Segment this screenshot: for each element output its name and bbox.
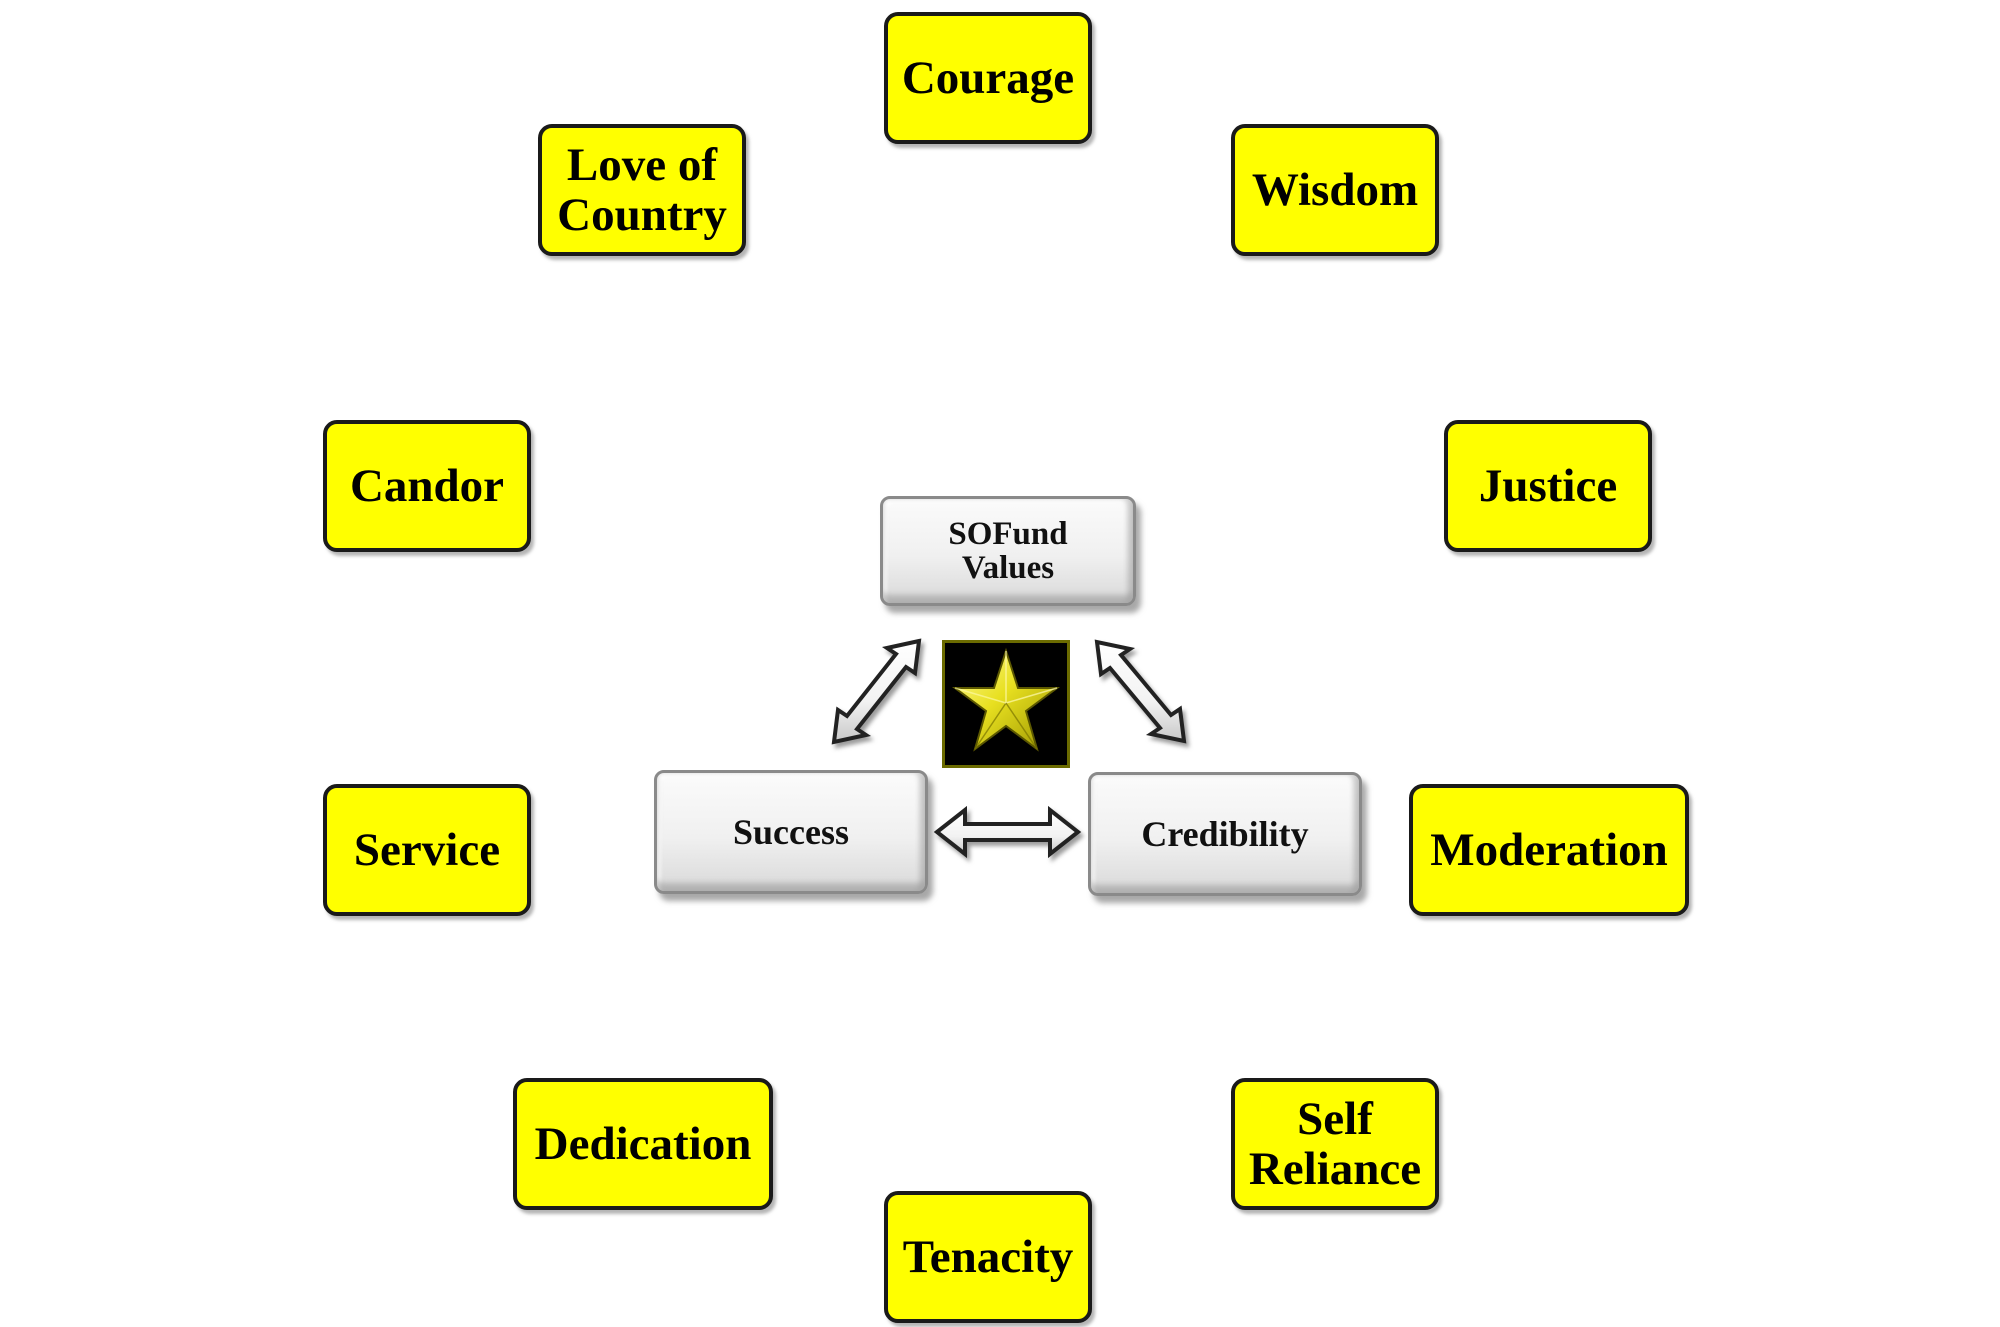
value-box-self-reliance: Self Reliance [1231,1078,1439,1210]
value-box-wisdom: Wisdom [1231,124,1439,256]
value-label-love-of-country: Love of Country [557,139,727,241]
arrow-success-credibility [933,805,1082,859]
value-label-courage: Courage [901,52,1075,104]
arrow-success-core-values [831,638,922,745]
value-label-justice: Justice [1478,460,1618,512]
value-box-dedication: Dedication [513,1078,773,1210]
value-box-moderation: Moderation [1409,784,1689,916]
core-values-label: SOFund Values [948,516,1068,586]
value-label-dedication: Dedication [534,1118,752,1170]
arrow-core-values-credibility [1094,639,1187,744]
value-box-justice: Justice [1444,420,1652,552]
value-label-service: Service [353,824,501,876]
value-label-self-reliance: Self Reliance [1248,1093,1422,1195]
value-box-love-of-country: Love of Country [538,124,746,256]
value-box-candor: Candor [323,420,531,552]
value-box-courage: Courage [884,12,1092,144]
value-box-tenacity: Tenacity [884,1191,1092,1323]
value-label-tenacity: Tenacity [902,1231,1074,1283]
credibility-box: Credibility [1088,772,1362,896]
success-box: Success [654,770,928,894]
star-emblem [942,640,1070,768]
success-label: Success [733,812,849,852]
value-label-wisdom: Wisdom [1251,164,1419,216]
credibility-label: Credibility [1141,814,1309,854]
value-box-service: Service [323,784,531,916]
gold-star-icon [951,647,1061,752]
core-values-box: SOFund Values [880,496,1136,606]
value-label-candor: Candor [349,460,505,512]
value-label-moderation: Moderation [1430,824,1668,876]
